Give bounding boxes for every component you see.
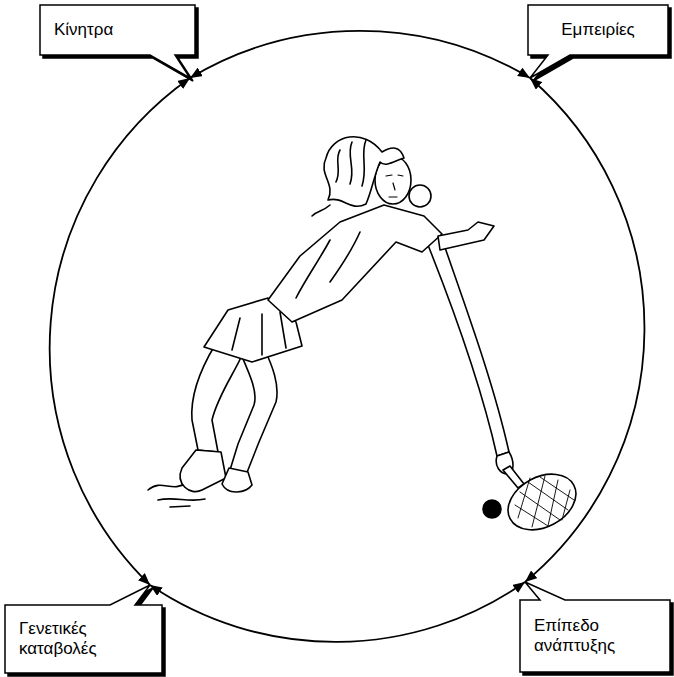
racket-head	[498, 463, 585, 541]
callout-text: Εμπειρίες	[561, 20, 634, 40]
hair-strands	[312, 140, 366, 216]
back-leg	[192, 345, 242, 452]
arc-connector	[525, 78, 644, 582]
arc-connector	[190, 31, 530, 78]
callout-outline	[0, 0, 235, 95]
callout-text: Γενετικές καταβολές	[19, 619, 148, 660]
callout-text: Κίνητρα	[54, 20, 113, 40]
callout-border	[528, 5, 668, 78]
tennis-ball	[483, 500, 501, 518]
hair-bun	[409, 185, 431, 207]
arc-connector	[50, 78, 190, 585]
front-shoe	[222, 468, 252, 492]
shirt	[268, 205, 442, 322]
shirt-fold	[296, 232, 360, 298]
racket-handle	[503, 466, 524, 488]
callout-box: Γενετικές καταβολές	[5, 605, 162, 673]
front-leg	[230, 348, 277, 475]
callout-text: Επίπεδο ανάπτυξης	[534, 616, 656, 657]
skirt-fold	[232, 312, 286, 355]
racket-strings	[515, 476, 574, 527]
callout-box: Εμπειρίες	[528, 5, 668, 55]
back-shoe	[180, 450, 226, 492]
callout-box: Επίπεδο ανάπτυξης	[520, 600, 670, 672]
arc-connector	[150, 582, 525, 642]
face-details	[386, 175, 403, 197]
callout-border	[520, 582, 670, 672]
callout-box: Κίνητρα	[40, 5, 195, 55]
free-arm	[438, 222, 494, 250]
callout-border	[5, 585, 162, 673]
callout-outline	[488, 0, 674, 95]
callout-border	[40, 5, 195, 78]
racket-arm	[426, 236, 509, 456]
